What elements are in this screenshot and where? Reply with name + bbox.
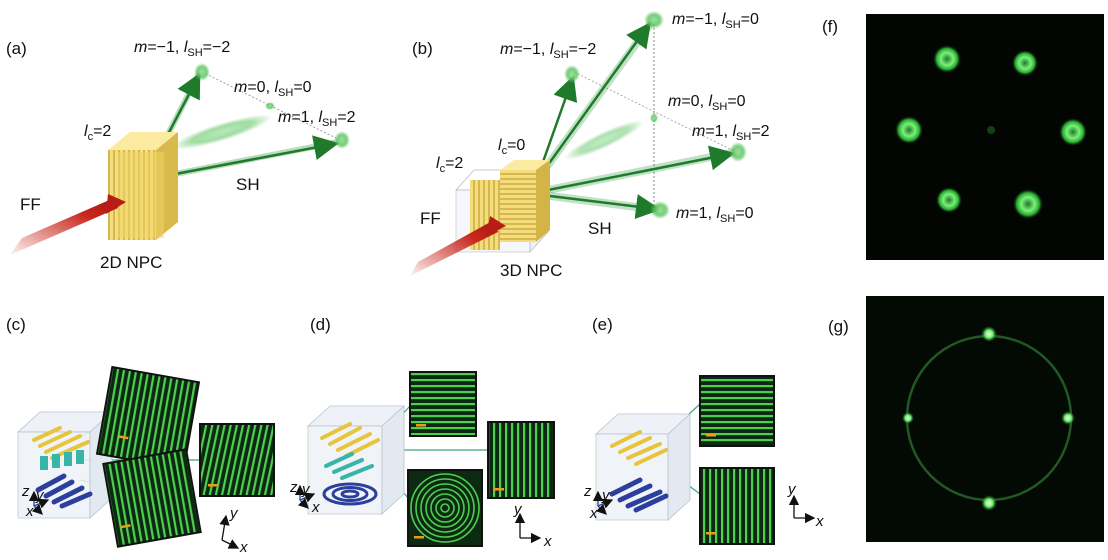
panel-label-c: (c)	[6, 315, 26, 334]
axis-d-lab-y: y	[513, 501, 523, 518]
axis-c-lab-x: x	[239, 539, 248, 556]
panel-label-b: (b)	[412, 39, 433, 58]
label-b-m-1-l0: m=−1, lSH=0	[672, 11, 759, 31]
micro-image-c-right	[199, 423, 275, 497]
panel-f: (f)	[822, 14, 1104, 260]
panel-g: (g)	[828, 296, 1104, 542]
panel-e: (e) z y x y x	[583, 315, 824, 545]
panel-label-f: (f)	[822, 17, 838, 36]
label-a-lc: lc=2	[84, 123, 111, 143]
sh-beams	[162, 70, 339, 178]
panel-label-e: (e)	[592, 315, 613, 334]
label-a-m1: m=1, lSH=2	[278, 109, 356, 129]
label-b-m1-l2: m=1, lSH=2	[692, 123, 770, 143]
micro-image-d-right	[487, 421, 555, 499]
panel-label-g: (g)	[828, 317, 849, 336]
label-a-sh: SH	[236, 175, 260, 194]
label-b-lc-bottom: lc=2	[436, 155, 463, 175]
axis-e-x: x	[589, 505, 598, 522]
axes-e-lab	[788, 494, 816, 524]
label-a-m-1: m=−1, lSH=−2	[134, 39, 230, 59]
panel-b: (b) m=−1,	[410, 11, 770, 280]
spot-b-m0	[650, 113, 658, 123]
label-b-m-1-l-2: m=−1, lSH=−2	[500, 41, 596, 61]
axis-e-lab-y: y	[787, 481, 797, 498]
panel-label-a: (a)	[6, 39, 27, 58]
axis-c-z: z	[21, 483, 30, 500]
axes-d-cube	[294, 484, 316, 509]
axes-c-cube	[28, 490, 50, 515]
axis-d-lab-x: x	[543, 533, 552, 550]
label-b-m0: m=0, lSH=0	[668, 93, 746, 113]
spot-a-m-1	[194, 63, 210, 81]
spot-b-m-1-l0	[644, 11, 664, 29]
label-a-crystal: 2D NPC	[100, 253, 162, 272]
axis-e-z: z	[583, 483, 592, 500]
spot-a-m0	[265, 102, 275, 110]
micro-image-d-rings	[407, 469, 483, 547]
axes-d-lab	[514, 512, 542, 544]
panel-a: (a) m=−1, lSH=−2 m=0, lSH=0	[6, 39, 356, 272]
cube-c	[16, 411, 114, 519]
label-b-ff: FF	[420, 209, 441, 228]
axis-d-z: z	[289, 479, 298, 496]
label-b-crystal: 3D NPC	[500, 261, 562, 280]
panel-label-d: (d)	[310, 315, 331, 334]
axes-e-cube	[592, 490, 614, 515]
axis-c-y: y	[35, 487, 45, 504]
label-a-m0: m=0, lSH=0	[234, 79, 312, 99]
axes-c-lab	[219, 514, 240, 549]
spot-b-m1-l2	[729, 142, 747, 162]
spot-b-m1-l0	[650, 201, 670, 219]
axis-c-x: x	[25, 503, 34, 520]
micro-image-e-bottom	[699, 467, 775, 545]
axis-e-y: y	[601, 487, 611, 504]
axis-d-x: x	[311, 499, 320, 516]
ff-beam	[10, 198, 118, 255]
cube-d	[306, 405, 406, 515]
ff-beam-b	[410, 220, 498, 276]
crystal-2d-npc	[108, 132, 178, 240]
label-a-ff: FF	[20, 195, 41, 214]
label-b-lc-top: lc=0	[498, 137, 525, 157]
panel-d: (d)	[289, 315, 555, 550]
label-b-sh: SH	[588, 219, 612, 238]
spot-array-f	[895, 45, 1087, 219]
cube-e	[594, 413, 692, 521]
spot-b-m-1-l-2	[564, 65, 580, 83]
spot-a-m1	[334, 131, 350, 149]
axis-e-lab-x: x	[815, 513, 824, 530]
axis-c-lab-y: y	[229, 505, 239, 522]
axis-d-y: y	[301, 481, 311, 498]
panel-c: (c)	[6, 315, 275, 556]
micro-image-c-bottom	[102, 448, 202, 548]
label-b-m1-l0: m=1, lSH=0	[676, 205, 754, 225]
